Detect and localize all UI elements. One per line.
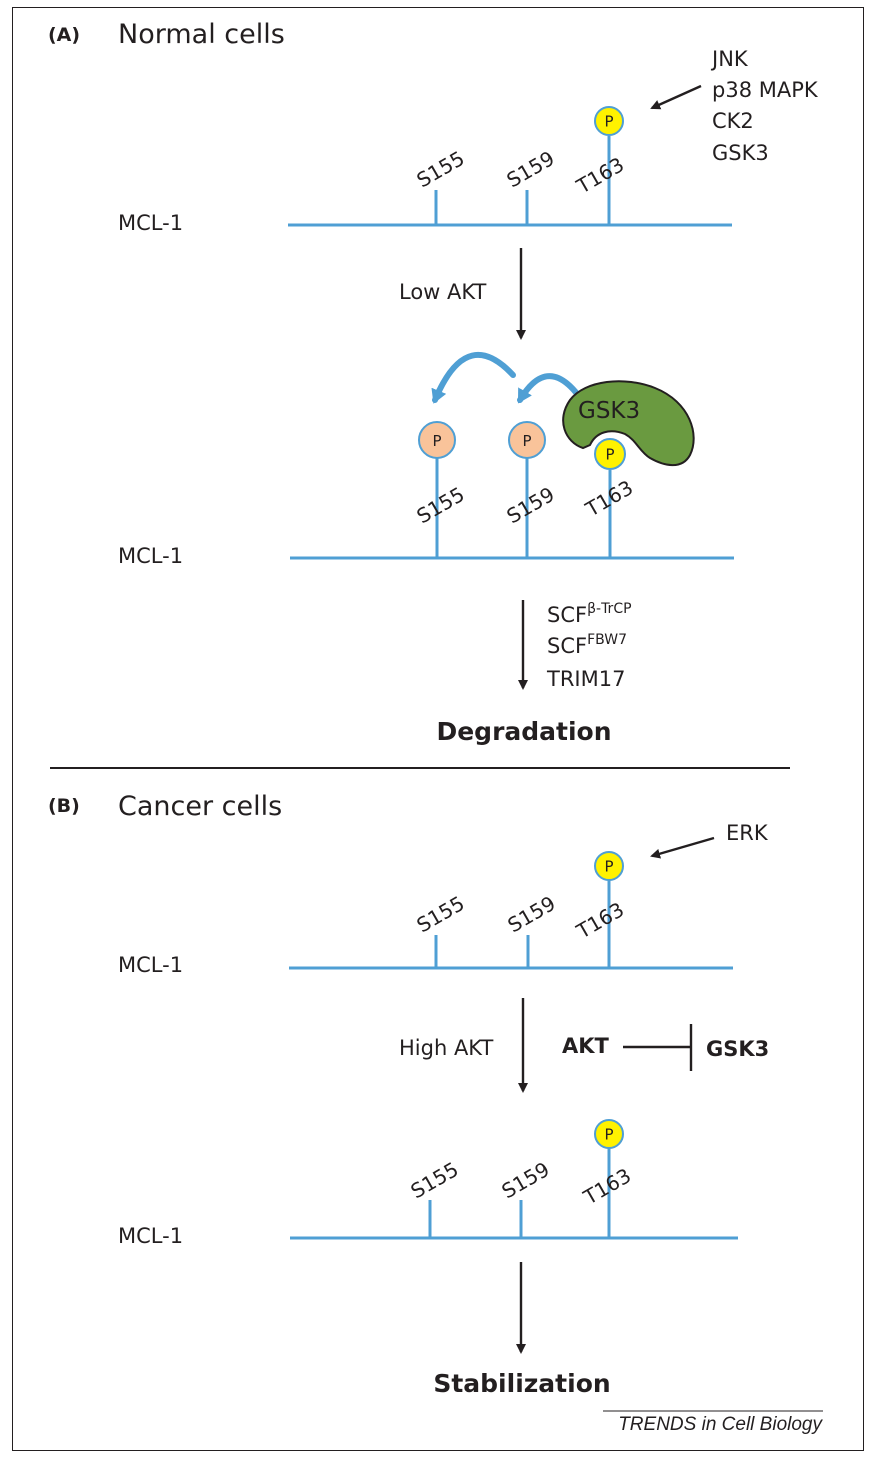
- kinase-arrow-a: [650, 84, 702, 110]
- kinase-erk: ERK: [726, 821, 769, 845]
- svg-text:P: P: [605, 446, 614, 464]
- site-label-t163-a1: T163: [572, 152, 629, 198]
- site-label-s159-b2: S159: [498, 1157, 554, 1203]
- label-low-akt: Low AKT: [399, 280, 487, 304]
- site-label-s155-b1: S155: [413, 891, 469, 937]
- journal-credit: TRENDS in Cell Biology: [618, 1414, 823, 1435]
- ligase-trim17: TRIM17: [546, 667, 625, 691]
- outcome-stabilization: Stabilization: [433, 1369, 610, 1398]
- mcl1-label-b1: MCL-1: [118, 953, 183, 977]
- label-akt: AKT: [562, 1034, 610, 1058]
- site-label-t163-b2: T163: [579, 1163, 636, 1209]
- site-label-s155-a2: S155: [413, 482, 469, 528]
- label-gsk3-inhibited: GSK3: [706, 1037, 769, 1061]
- panel-b-tag: (B): [48, 795, 80, 817]
- panel-a-title: Normal cells: [118, 19, 285, 50]
- mcl1-label-a2: MCL-1: [118, 544, 183, 568]
- site-label-s155-a1: S155: [413, 146, 469, 192]
- priming-arrow-t163-to-s159: [517, 373, 581, 404]
- panel-a-tag: (A): [48, 24, 80, 46]
- kinase-p38-mapk: p38 MAPK: [712, 78, 819, 102]
- site-label-s159-a1: S159: [503, 146, 559, 192]
- ligase-scf-fbw7: SCFFBW7: [547, 632, 627, 658]
- svg-text:P: P: [522, 432, 531, 450]
- kinase-jnk: JNK: [710, 47, 749, 71]
- svg-text:P: P: [604, 1126, 613, 1144]
- mcl1-label-b2: MCL-1: [118, 1224, 183, 1248]
- kinase-ck2: CK2: [712, 109, 754, 133]
- site-label-s159-a2: S159: [503, 482, 559, 528]
- site-label-s155-b2: S155: [407, 1157, 463, 1203]
- svg-text:P: P: [604, 858, 613, 876]
- outcome-degradation: Degradation: [436, 717, 611, 746]
- site-label-t163-b1: T163: [572, 897, 629, 943]
- gsk3-enzyme: GSK3: [562, 380, 695, 467]
- phospho-s159-a2: P: [508, 421, 546, 459]
- mcl1-label-a1: MCL-1: [118, 211, 183, 235]
- panel-b-title: Cancer cells: [118, 791, 282, 822]
- site-label-s159-b1: S159: [504, 891, 560, 937]
- kinase-arrow-b: [650, 836, 715, 859]
- ligase-scf-btrcp: SCFβ-TrCP: [547, 601, 632, 627]
- priming-arrow-s159-to-s155: [431, 351, 516, 404]
- gsk3-enzyme-label: GSK3: [578, 398, 640, 424]
- phospho-s155-a2: P: [418, 421, 456, 459]
- svg-text:P: P: [432, 432, 441, 450]
- kinase-gsk3: GSK3: [712, 141, 769, 165]
- phospho-t163-b1: P: [594, 851, 624, 881]
- label-high-akt: High AKT: [399, 1036, 493, 1060]
- phospho-t163-b2: P: [594, 1119, 624, 1149]
- svg-text:P: P: [604, 113, 613, 131]
- phospho-t163-a2: P: [594, 438, 626, 470]
- figure-frame: [12, 7, 864, 1451]
- phospho-t163-a1: P: [594, 106, 624, 136]
